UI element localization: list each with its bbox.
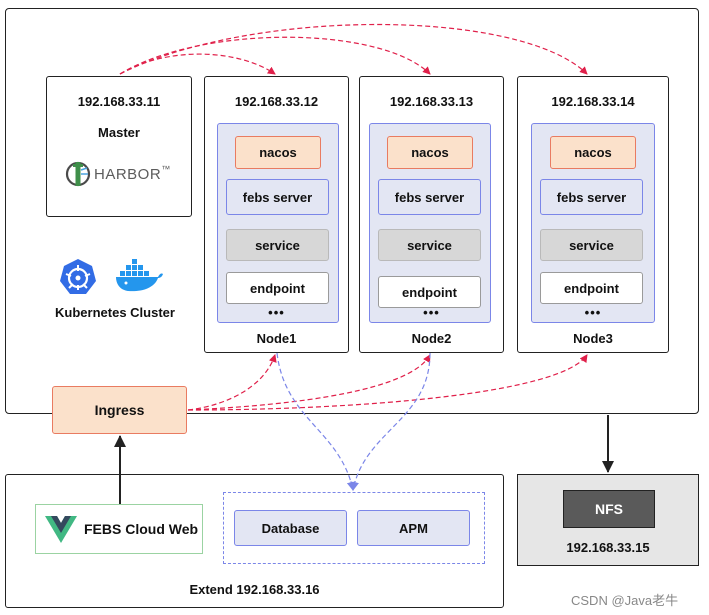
kubernetes-icon: [60, 259, 96, 294]
node1-febs-server[interactable]: febs server: [226, 179, 329, 215]
node2-label: Node2: [411, 331, 452, 346]
febs-cloud-web-label: FEBS Cloud Web: [84, 521, 199, 537]
node1-service[interactable]: service: [226, 229, 329, 261]
ingress-box[interactable]: Ingress: [52, 386, 187, 434]
watermark: CSDN @Java老牛: [571, 593, 679, 608]
node1-box[interactable]: 192.168.33.12 nacos febs server service …: [204, 76, 349, 353]
nfs-box[interactable]: NFS: [563, 490, 655, 528]
node2-endpoint[interactable]: endpoint: [378, 276, 481, 308]
node1-label: Node1: [256, 331, 297, 346]
harbor-logo: HARBOR ™: [65, 157, 177, 191]
master-ip: 192.168.33.11: [77, 94, 161, 109]
node3-service[interactable]: service: [540, 229, 643, 261]
node1-endpoint[interactable]: endpoint: [226, 272, 329, 304]
node1-ip: 192.168.33.12: [234, 94, 319, 109]
nfs-ip: 192.168.33.15: [566, 540, 650, 555]
kubernetes-cluster-label: Kubernetes Cluster: [55, 305, 175, 320]
vue-icon: [45, 516, 77, 543]
master-node[interactable]: 192.168.33.11 Master HARBOR ™: [46, 76, 192, 217]
extend-label: Extend 192.168.33.16: [189, 582, 320, 597]
harbor-icon: [65, 161, 91, 187]
database-box[interactable]: Database: [234, 510, 347, 546]
node3-ip: 192.168.33.14: [551, 94, 635, 109]
docker-icon: [116, 259, 163, 292]
ingress-to-node2-link: [187, 354, 431, 411]
node2-more: •••: [423, 305, 440, 320]
node1-to-storage-link: [276, 352, 356, 491]
node1-more: •••: [268, 305, 285, 320]
node3-box[interactable]: 192.168.33.14 nacos febs server service …: [517, 76, 669, 353]
node3-febs-server[interactable]: febs server: [540, 179, 643, 215]
node2-to-storage-link: [350, 352, 431, 491]
febs-cloud-web-box[interactable]: FEBS Cloud Web: [35, 504, 203, 554]
master-to-node3-link: [119, 23, 588, 75]
ingress-to-node1-link: [187, 354, 277, 411]
master-role: Master: [98, 125, 140, 140]
harbor-tm: ™: [161, 164, 171, 174]
storage-group: [223, 492, 485, 564]
node2-ip: 192.168.33.13: [389, 94, 474, 109]
harbor-text: HARBOR: [94, 165, 162, 183]
node3-label: Node3: [573, 331, 613, 346]
node3-nacos[interactable]: nacos: [550, 136, 636, 169]
ingress-to-node3-link: [187, 354, 588, 411]
node2-febs-server[interactable]: febs server: [378, 179, 481, 215]
node2-nacos[interactable]: nacos: [387, 136, 473, 169]
master-to-node2-link: [119, 36, 431, 75]
apm-box[interactable]: APM: [357, 510, 470, 546]
node2-box[interactable]: 192.168.33.13 nacos febs server service …: [359, 76, 504, 353]
node1-nacos[interactable]: nacos: [235, 136, 321, 169]
node2-service[interactable]: service: [378, 229, 481, 261]
node3-endpoint[interactable]: endpoint: [540, 272, 643, 304]
node3-more: •••: [584, 305, 602, 320]
